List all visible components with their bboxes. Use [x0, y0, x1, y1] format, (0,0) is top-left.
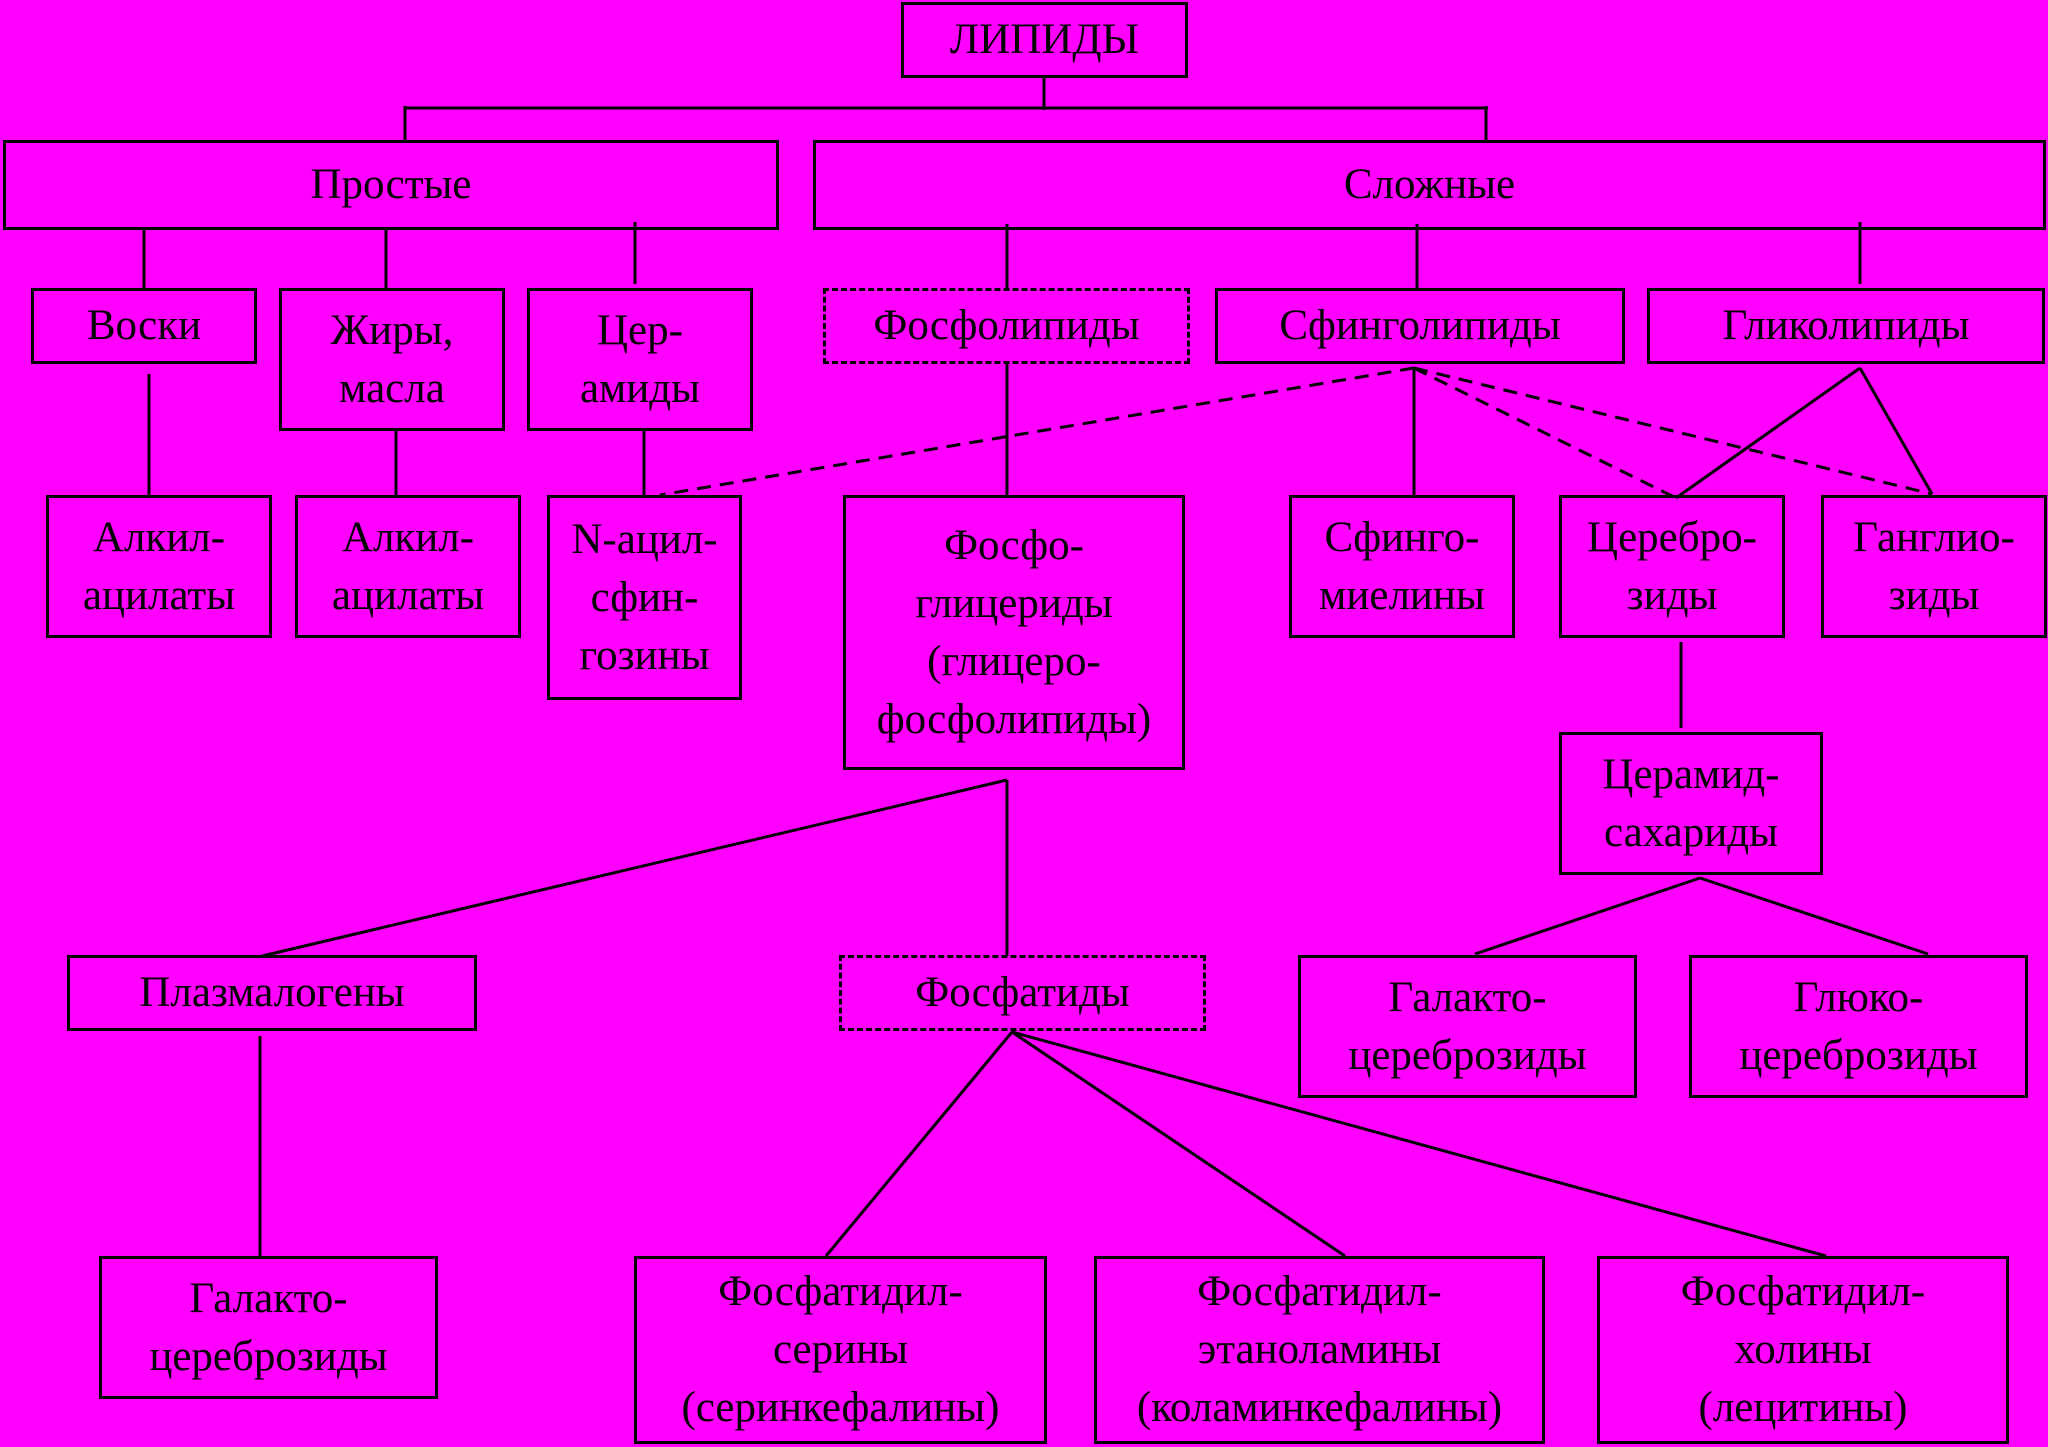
node-sphingomyelins-label: Сфинго- миелины — [1319, 513, 1485, 619]
node-ceramide-saccharides: Церамид- сахариды — [1559, 732, 1823, 875]
line-saccharides-gluco — [1699, 876, 1929, 956]
node-phospholipids: Фосфолипиды — [823, 288, 1190, 364]
dashed-sphingolipids-cerebrosides — [1413, 366, 1677, 500]
dashed-sphingolipids-nacyl — [659, 366, 1415, 497]
node-sphingolipids-label: Сфинголипиды — [1279, 302, 1561, 349]
node-fats-label: Жиры, масла — [330, 306, 454, 412]
line-glycolipids-cerebrosides — [1675, 366, 1861, 500]
node-phosphoglycerides: Фосфо- глицериды (глицеро- фосфолипиды) — [843, 495, 1185, 770]
node-ceramides-label: Цер- амиды — [579, 306, 701, 412]
node-sphingolipids: Сфинголипиды — [1215, 288, 1625, 364]
node-fats: Жиры, масла — [279, 288, 505, 431]
node-galactocerebrosides-1: Галакто- цереброзиды — [1298, 955, 1637, 1098]
line-saccharides-galacto — [1474, 876, 1701, 956]
node-alkyl-acylates-2: Алкил- ацилаты — [295, 495, 521, 638]
node-simple: Простые — [3, 140, 779, 230]
node-phosphatidylcholines-label: Фосфатидил- холины (лецитины) — [1680, 1268, 1926, 1431]
node-gangliosides: Ганглио- зиды — [1821, 495, 2047, 638]
node-gangliosides-label: Ганглио- зиды — [1853, 513, 2015, 619]
node-ceramides: Цер- амиды — [527, 288, 753, 431]
line-phosphatides-serines — [824, 1031, 1014, 1257]
node-alkyl-acylates-2-label: Алкил- ацилаты — [331, 513, 485, 619]
node-glucocerebrosides-label: Глюко- цереброзиды — [1739, 973, 1978, 1079]
node-n-acyl-sphingosines-label: N-ацил- сфин- гозины — [571, 515, 718, 679]
node-phosphatidylethanolamines: Фосфатидил- этаноламины (коламинкефалины… — [1094, 1256, 1545, 1444]
node-glycolipids: Гликолипиды — [1647, 288, 2045, 364]
node-ceramide-saccharides-label: Церамид- сахариды — [1602, 750, 1780, 856]
dashed-sphingolipids-gangliosides — [1413, 366, 1933, 496]
node-galactocerebrosides-1-label: Галакто- цереброзиды — [1348, 973, 1587, 1079]
line-phosphatides-cholines — [1011, 1030, 1827, 1258]
node-waxes-label: Воски — [86, 302, 202, 349]
node-lipids: ЛИПИДЫ — [901, 2, 1188, 78]
node-phosphoglycerides-label: Фосфо- глицериды (глицеро- фосфолипиды) — [876, 521, 1152, 743]
node-complex-label: Сложные — [1343, 161, 1516, 208]
node-phosphatidylethanolamines-label: Фосфатидил- этаноламины (коламинкефалины… — [1136, 1268, 1503, 1431]
line-phosphoglycerides-plasmalogens — [261, 778, 1008, 958]
node-galactocerebrosides-2: Галакто- цереброзиды — [99, 1256, 438, 1399]
node-n-acyl-sphingosines: N-ацил- сфин- гозины — [547, 495, 742, 700]
line-glycolipids-gangliosides — [1858, 367, 1934, 495]
node-plasmalogens-label: Плазмалогены — [139, 969, 405, 1016]
node-galactocerebrosides-2-label: Галакто- цереброзиды — [149, 1274, 388, 1380]
node-alkyl-acylates-1-label: Алкил- ацилаты — [82, 513, 236, 619]
node-phosphatides: Фосфатиды — [839, 955, 1206, 1031]
node-alkyl-acylates-1: Алкил- ацилаты — [46, 495, 272, 638]
node-simple-label: Простые — [310, 161, 472, 208]
node-lipids-label: ЛИПИДЫ — [949, 16, 1140, 63]
node-phospholipids-label: Фосфолипиды — [873, 302, 1140, 349]
node-phosphatidylserines: Фосфатидил- серины (серинкефалины) — [634, 1256, 1047, 1444]
node-glucocerebrosides: Глюко- цереброзиды — [1689, 955, 2028, 1098]
line-phosphatides-ethanolamines — [1011, 1030, 1346, 1258]
node-complex: Сложные — [813, 140, 2046, 230]
node-phosphatidylcholines: Фосфатидил- холины (лецитины) — [1597, 1256, 2009, 1444]
node-plasmalogens: Плазмалогены — [67, 955, 477, 1031]
node-cerebrosides: Церебро- зиды — [1559, 495, 1785, 638]
node-cerebrosides-label: Церебро- зиды — [1587, 513, 1757, 619]
node-glycolipids-label: Гликолипиды — [1722, 302, 1970, 349]
node-waxes: Воски — [31, 288, 257, 364]
node-phosphatides-label: Фосфатиды — [915, 969, 1130, 1016]
node-phosphatidylserines-label: Фосфатидил- серины (серинкефалины) — [681, 1268, 1000, 1431]
node-sphingomyelins: Сфинго- миелины — [1289, 495, 1515, 638]
